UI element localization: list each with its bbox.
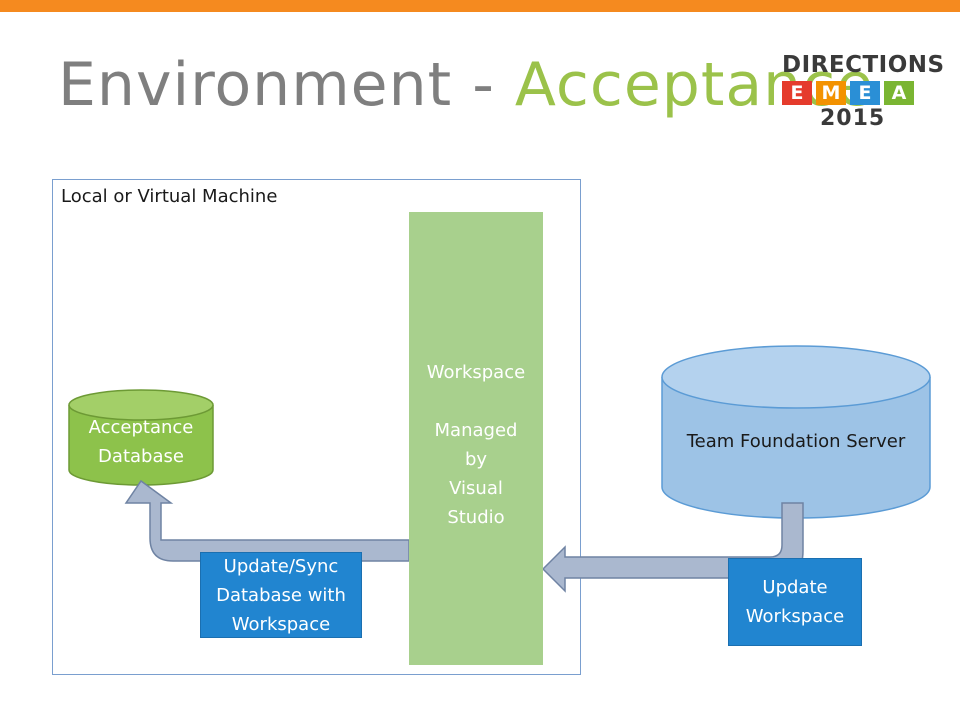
sync-arrow [124,479,410,562]
local-machine-container [52,179,581,675]
logo-letter-e2: E [850,81,880,105]
acceptance-database-cylinder [68,389,214,486]
logo-word: DIRECTIONS [782,52,945,78]
logo-letter-e1: E [782,81,812,105]
update-sync-database-box: Update/Sync Database with Workspace [200,552,362,638]
logo-letter-a: A [884,81,914,105]
title-accent: Acceptance [514,50,875,120]
sync-box-line1: Update/Sync [223,555,339,577]
update-box-line2: Workspace [745,606,845,627]
update-box-line1: Update [762,577,828,598]
tfs-cylinder [661,345,931,519]
workspace-line5: Studio [447,506,505,528]
logo-year: 2015 [820,106,886,131]
slide-title: Environment - Acceptance [58,50,874,120]
acceptance-db-line1: Acceptance [88,417,194,438]
acceptance-db-line2: Database [98,446,184,467]
logo-letter-m: M [816,81,846,105]
workspace-line2: Managed [434,419,518,441]
tfs-label: Team Foundation Server [686,431,906,452]
workspace-line3: by [464,448,488,470]
sync-box-line3: Workspace [231,613,331,635]
logo-letters: E M E A [782,81,914,105]
workspace-line1: Workspace [426,361,526,383]
directions-emea-logo: DIRECTIONS E M E A 2015 [780,52,944,132]
acceptance-database-label: Acceptance Database [69,412,213,472]
local-machine-label: Local or Virtual Machine [61,186,278,207]
workspace-line4: Visual [449,477,503,499]
title-prefix: Environment - [58,50,515,120]
sync-box-line2: Database with [216,584,346,606]
workspace-block: Workspace Managed by Visual Studio [409,212,543,665]
top-accent-bar [0,0,960,12]
update-workspace-box: Update Workspace [728,558,862,646]
